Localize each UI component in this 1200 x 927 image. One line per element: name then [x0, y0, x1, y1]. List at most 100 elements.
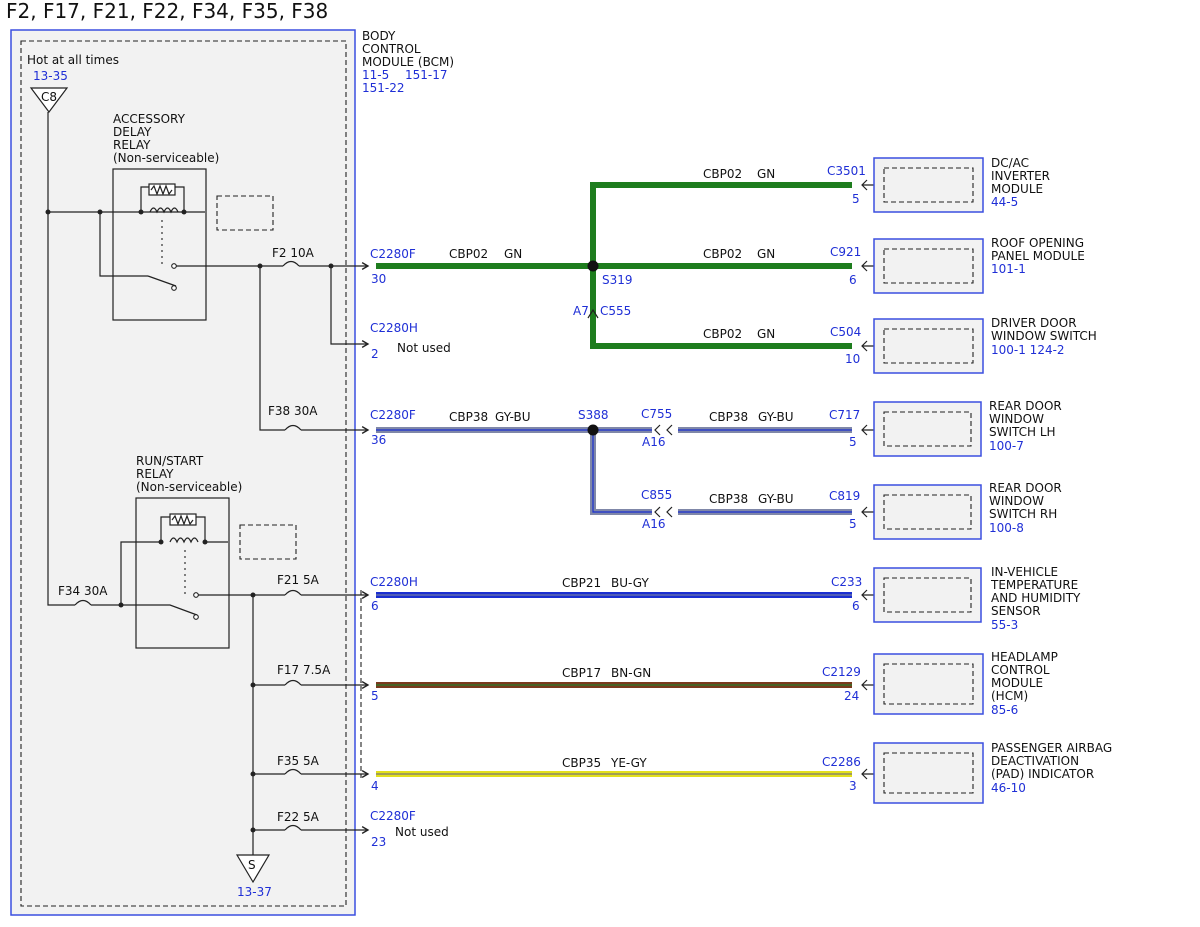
wire-cbp38-network[interactable] — [376, 427, 852, 515]
dcac-connector[interactable]: C3501 — [827, 164, 866, 178]
pad-ref[interactable]: 46-10 — [991, 781, 1026, 795]
c555-pin: A7 — [573, 304, 589, 318]
fuse-f2-label: F2 10A — [272, 246, 315, 260]
bcm-ref-2[interactable]: 151-17 — [405, 68, 448, 82]
pad-module-box[interactable] — [873, 742, 984, 804]
hcm-connector[interactable]: C2129 — [822, 665, 861, 679]
hot-connector-label: C8 — [41, 90, 57, 104]
rearrh-connector[interactable]: C819 — [829, 489, 860, 503]
invehicle-module-inner — [883, 577, 972, 613]
hcm-name-4: (HCM) — [991, 689, 1028, 703]
runstart-relay-aux-box — [239, 524, 297, 560]
runstart-relay-switch — [121, 592, 199, 620]
rearrh-name-2: WINDOW — [989, 494, 1044, 508]
dcac-name-2: INVERTER — [991, 169, 1050, 183]
runstart-relay-coil — [120, 513, 228, 605]
row4-connector[interactable]: C2280H — [370, 575, 418, 589]
rearrh-module-box[interactable] — [873, 484, 982, 540]
row7-pin: 23 — [371, 835, 386, 849]
power-bus — [47, 112, 75, 606]
row5-pin: 5 — [371, 689, 379, 703]
driver-ref[interactable]: 100-1 124-2 — [991, 343, 1065, 357]
roof-module-inner — [883, 248, 974, 284]
runstart-relay-label-1: RUN/START — [136, 454, 204, 468]
roof-color: GN — [757, 247, 775, 261]
pad-connector[interactable]: C2286 — [822, 755, 861, 769]
accessory-relay-label-4: (Non-serviceable) — [113, 151, 219, 165]
dcac-module-box[interactable] — [873, 157, 984, 213]
invehicle-connector[interactable]: C233 — [831, 575, 862, 589]
rearrh-name-3: SWITCH RH — [989, 507, 1057, 521]
runstart-output-bus — [198, 594, 285, 855]
driver-connector[interactable]: C504 — [830, 325, 861, 339]
row2-connector[interactable]: C2280H — [370, 321, 418, 335]
fuse-f38-symbol — [284, 424, 302, 431]
splice-s388-label[interactable]: S388 — [578, 408, 609, 422]
ground-ref[interactable]: 13-37 — [237, 885, 272, 899]
rearrh-connector-symbol — [861, 506, 874, 518]
fuse-f34-label: F34 30A — [58, 584, 108, 598]
fuse-f35-label: F35 5A — [277, 754, 320, 768]
rearrh-color: GY-BU — [758, 492, 794, 506]
c755-connector-symbol — [654, 424, 673, 436]
hot-ref[interactable]: 13-35 — [33, 69, 68, 83]
invehicle-module-box[interactable] — [873, 567, 982, 623]
f2-to-notused-wire — [330, 266, 370, 348]
runstart-relay-label-2: RELAY — [136, 467, 174, 481]
wire-cbp02-network[interactable] — [376, 182, 852, 349]
dcac-ref[interactable]: 44-5 — [991, 195, 1018, 209]
bcm-ref-1[interactable]: 11-5 — [362, 68, 389, 82]
accessory-relay-coil — [138, 183, 205, 215]
pad-name-2: DEACTIVATION — [991, 754, 1079, 768]
hcm-name-1: HEADLAMP — [991, 650, 1058, 664]
dcac-module-inner — [883, 167, 974, 203]
rearrh-name-1: REAR DOOR — [989, 481, 1062, 495]
bcm-ref-3[interactable]: 151-22 — [362, 81, 405, 95]
ground-triangle — [235, 854, 271, 884]
rearrh-ref[interactable]: 100-8 — [989, 521, 1024, 535]
fuse-f38-label: F38 30A — [268, 404, 318, 418]
rearlh-circuit: CBP38 — [709, 410, 748, 424]
invehicle-pin: 6 — [852, 599, 860, 613]
c755-label[interactable]: C755 — [641, 407, 672, 421]
rearlh-name-3: SWITCH LH — [989, 425, 1056, 439]
row3-connector[interactable]: C2280F — [370, 408, 416, 422]
invehicle-ref[interactable]: 55-3 — [991, 618, 1018, 632]
rearlh-connector[interactable]: C717 — [829, 408, 860, 422]
hcm-ref[interactable]: 85-6 — [991, 703, 1018, 717]
row2-pin: 2 — [371, 347, 379, 361]
c555-label[interactable]: C555 — [600, 304, 631, 318]
rearlh-ref[interactable]: 100-7 — [989, 439, 1024, 453]
roof-circuit: CBP02 — [703, 247, 742, 261]
fuse-f22-symbol — [284, 824, 302, 831]
bcm-inner-dashed — [20, 40, 347, 907]
rearlh-name-2: WINDOW — [989, 412, 1044, 426]
roof-connector[interactable]: C921 — [830, 245, 861, 259]
splice-s319-label[interactable]: S319 — [602, 273, 633, 287]
rearrh-module-inner — [883, 494, 972, 530]
driver-name-2: WINDOW SWITCH — [991, 329, 1097, 343]
invehicle-name-2: TEMPERATURE — [990, 578, 1078, 592]
row7-connector[interactable]: C2280F — [370, 809, 416, 823]
fuse-f17-label: F17 7.5A — [277, 663, 331, 677]
hcm-module-box[interactable] — [873, 653, 984, 715]
rearlh-module-box[interactable] — [873, 401, 982, 457]
row1-connector[interactable]: C2280F — [370, 247, 416, 261]
c855-label[interactable]: C855 — [641, 488, 672, 502]
roof-ref[interactable]: 101-1 — [991, 262, 1026, 276]
fuse-f22-label: F22 5A — [277, 810, 320, 824]
roof-name-2: PANEL MODULE — [991, 249, 1085, 263]
fuse-f34-symbol — [74, 599, 92, 606]
accessory-relay-label-2: DELAY — [113, 125, 152, 139]
rearlh-module-inner — [883, 411, 972, 447]
rearrh-pin: 5 — [849, 517, 857, 531]
splice-s319[interactable] — [587, 260, 599, 272]
row6-color: YE-GY — [610, 756, 647, 770]
splice-s388[interactable] — [587, 424, 599, 436]
driver-module-box[interactable] — [873, 318, 984, 374]
row1-color: GN — [504, 247, 522, 261]
roof-module-box[interactable] — [873, 238, 984, 294]
invehicle-name-4: SENSOR — [991, 604, 1041, 618]
hcm-module-inner — [883, 663, 974, 705]
